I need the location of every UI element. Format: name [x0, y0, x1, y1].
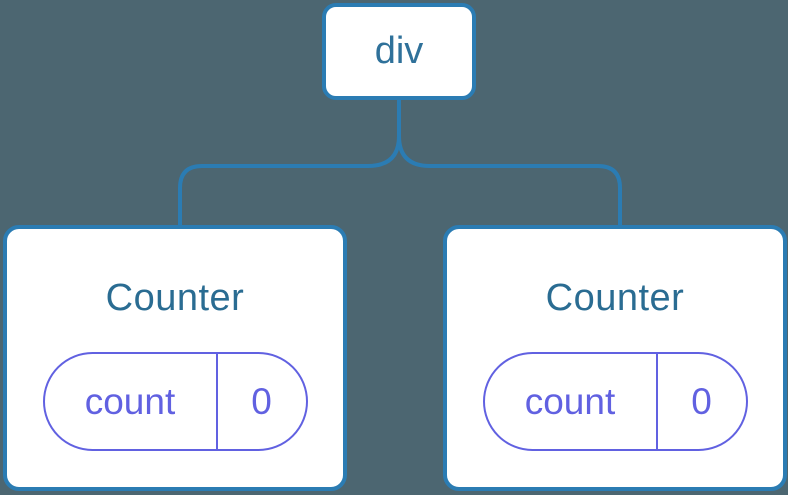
root-node-div: div [322, 3, 476, 100]
counter-card-right: Counter count 0 [443, 225, 787, 491]
counter-title: Counter [545, 277, 685, 319]
state-pill: count 0 [482, 352, 748, 451]
connector-right-branch [397, 100, 622, 225]
connector-left-branch [178, 100, 401, 225]
state-key-label: count [45, 354, 218, 449]
state-value: 0 [691, 380, 712, 422]
state-value: 0 [251, 380, 272, 422]
counter-title: Counter [105, 277, 245, 319]
state-key-label: count [485, 354, 658, 449]
root-node-label: div [374, 30, 424, 72]
state-pill: count 0 [42, 352, 308, 451]
counter-card-left: Counter count 0 [3, 225, 347, 491]
